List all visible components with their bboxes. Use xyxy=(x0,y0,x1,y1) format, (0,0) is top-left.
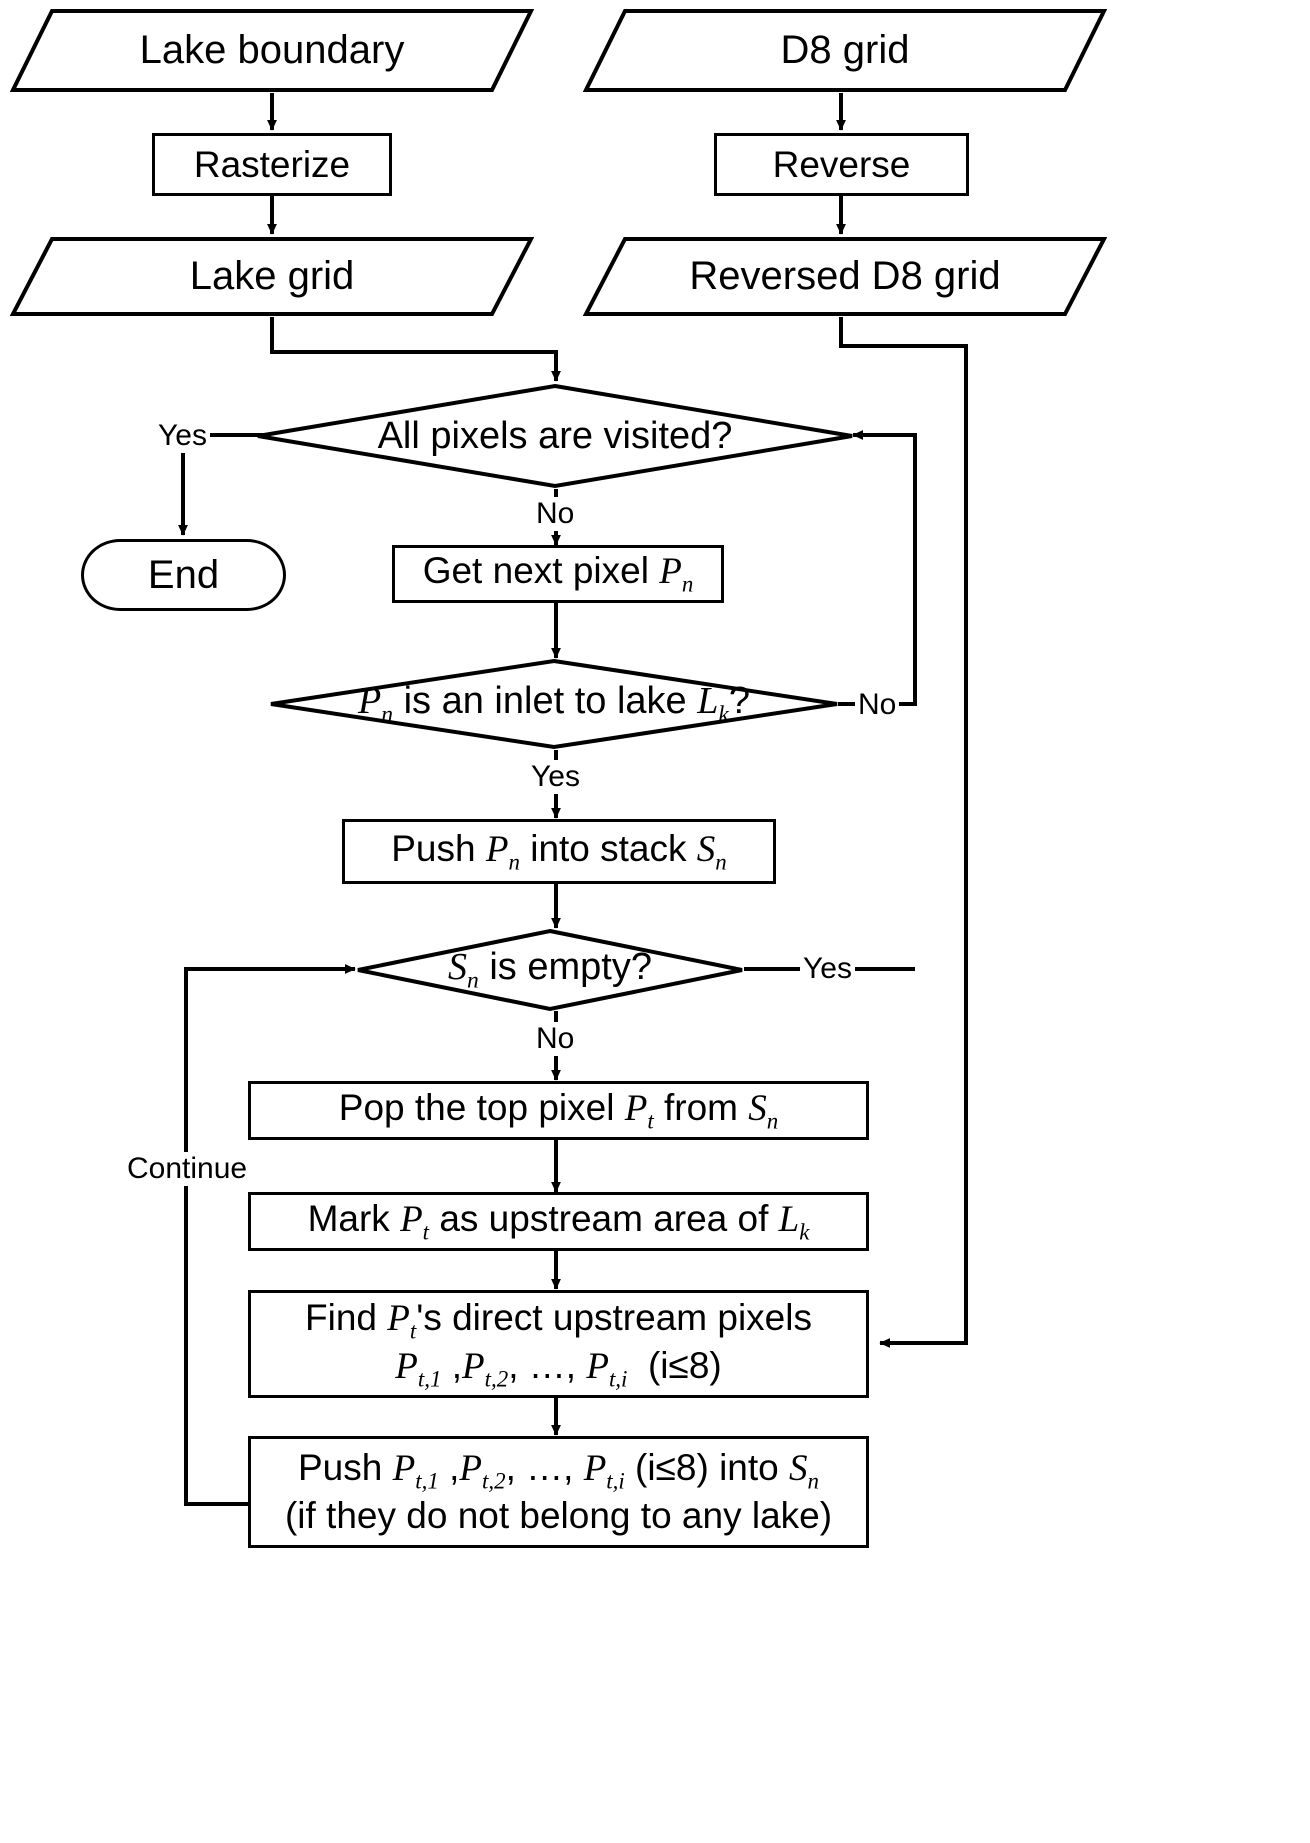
node-label: Pop the top pixel Pt from Sn xyxy=(338,1086,779,1134)
node-label: Mark Pt as upstream area of Lk xyxy=(307,1197,810,1245)
node-reverse[interactable]: Reverse xyxy=(714,133,969,196)
node-label: Sn is empty? xyxy=(448,946,652,994)
parallelogram-shape xyxy=(583,9,1107,92)
node-label: Push Pn into stack Sn xyxy=(391,827,727,875)
node-label: Reversed D8 grid xyxy=(689,254,1001,299)
node-all-pixels-visited[interactable]: All pixels are visited? xyxy=(255,383,855,489)
edge-label-all-visited-yes: Yes xyxy=(155,419,210,453)
edge-label-is-inlet-yes: Yes xyxy=(528,760,583,794)
node-label-line1: Push Pt,1 ,Pt,2, …, Pt,i (i≤8) into Sn xyxy=(298,1446,819,1494)
node-stack-empty[interactable]: Sn is empty? xyxy=(355,928,745,1012)
edge-label-continue: Continue xyxy=(124,1152,251,1186)
node-pop-top-pixel[interactable]: Pop the top pixel Pt from Sn xyxy=(248,1081,869,1140)
node-mark-upstream[interactable]: Mark Pt as upstream area of Lk xyxy=(248,1192,869,1251)
node-rasterize[interactable]: Rasterize xyxy=(152,133,392,196)
parallelogram-shape xyxy=(583,237,1107,316)
edge-label-all-visited-no: No xyxy=(533,497,578,531)
node-d8-grid[interactable]: D8 grid xyxy=(583,8,1107,93)
diamond-shape xyxy=(270,658,838,750)
node-label: All pixels are visited? xyxy=(377,414,733,457)
node-reversed-d8-grid[interactable]: Reversed D8 grid xyxy=(583,236,1107,317)
node-end[interactable]: End xyxy=(81,539,286,611)
node-label-line2: Pt,1 ,Pt,2, …, Pt,i (i≤8) xyxy=(395,1345,722,1392)
node-label: Pn is an inlet to lake Lk? xyxy=(358,680,750,728)
node-lake-grid[interactable]: Lake grid xyxy=(10,236,534,317)
parallelogram-shape xyxy=(10,9,534,92)
node-label: End xyxy=(147,552,220,597)
node-get-next-pixel[interactable]: Get next pixel Pn xyxy=(392,545,724,603)
node-label: Reverse xyxy=(772,143,911,185)
node-push-pn[interactable]: Push Pn into stack Sn xyxy=(342,819,776,884)
edge-lakegrid-allvisited xyxy=(270,317,561,382)
node-push-upstream-pixels[interactable]: Push Pt,1 ,Pt,2, …, Pt,i (i≤8) into Sn (… xyxy=(248,1436,869,1548)
node-label: Lake boundary xyxy=(139,28,405,73)
diamond-shape xyxy=(357,928,743,1012)
parallelogram-shape xyxy=(10,237,534,316)
edge-label-stack-empty-no: No xyxy=(533,1022,578,1056)
edge-reversedd8-findbox xyxy=(839,317,968,1348)
node-label: Rasterize xyxy=(193,143,351,185)
node-label: Lake grid xyxy=(189,254,355,299)
node-label-line2: (if they do not belong to any lake) xyxy=(284,1495,833,1537)
node-label: Get next pixel Pn xyxy=(422,550,694,597)
edge-label-stack-empty-yes: Yes xyxy=(800,952,855,986)
node-label-line1: Find Pt's direct upstream pixels xyxy=(305,1296,812,1343)
diamond-shape xyxy=(257,383,853,489)
node-find-upstream-pixels[interactable]: Find Pt's direct upstream pixels Pt,1 ,P… xyxy=(248,1290,869,1398)
node-lake-boundary[interactable]: Lake boundary xyxy=(10,8,534,93)
edge-label-is-inlet-no: No xyxy=(855,688,900,722)
node-is-inlet[interactable]: Pn is an inlet to lake Lk? xyxy=(268,658,840,750)
node-label: D8 grid xyxy=(780,28,910,73)
